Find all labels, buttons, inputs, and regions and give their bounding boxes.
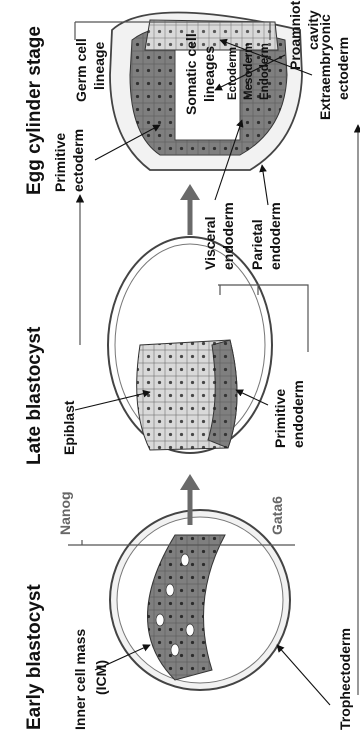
title-early-blastocyst: Early blastocyst	[24, 584, 45, 730]
early-blastocyst-embryo	[110, 510, 290, 690]
label-ectoderm: Ectoderm	[227, 47, 239, 100]
label-visceral-endoderm-1: Visceral	[202, 217, 218, 270]
label-germ-cell-2: lineage	[91, 42, 107, 90]
label-epiblast: Epiblast	[61, 400, 77, 455]
label-trophectoderm: Trophectoderm	[337, 628, 353, 730]
label-extraembryonic-ectoderm-2: ectoderm	[335, 37, 351, 100]
trophectoderm-pointer	[277, 645, 330, 705]
parietal-endoderm-pointer	[262, 165, 268, 205]
label-germ-cell-1: Germ cell	[73, 38, 89, 102]
label-parietal-endoderm-2: endoderm	[267, 202, 283, 270]
label-primitive-endoderm-2: endoderm	[290, 380, 306, 448]
label-primitive-ectoderm-1: Primitive	[52, 133, 68, 192]
title-egg-cylinder: Egg cylinder stage	[24, 26, 45, 195]
late-blastocyst-embryo	[108, 237, 272, 453]
label-somatic-1: Somatic cell	[183, 33, 199, 115]
label-visceral-endoderm-2: endoderm	[220, 202, 236, 270]
label-gata6: Gata6	[269, 496, 285, 535]
label-primitive-ectoderm-2: ectoderm	[70, 129, 86, 192]
label-mesoderm: Mesoderm	[243, 42, 255, 100]
label-inner-cell-mass: Inner cell mass	[72, 629, 88, 730]
label-parietal-endoderm-1: Parietal	[249, 219, 265, 270]
label-primitive-endoderm-1: Primitive	[272, 389, 288, 448]
label-proamniotic-cavity-2: cavity	[305, 10, 321, 50]
label-somatic-2: lineages	[201, 46, 217, 102]
label-nanog: Nanog	[57, 491, 73, 535]
title-late-blastocyst: Late blastocyst	[24, 326, 45, 465]
label-endoderm: Endoderm	[259, 43, 271, 100]
label-proamniotic-cavity-1: Proamniotic	[287, 0, 303, 70]
